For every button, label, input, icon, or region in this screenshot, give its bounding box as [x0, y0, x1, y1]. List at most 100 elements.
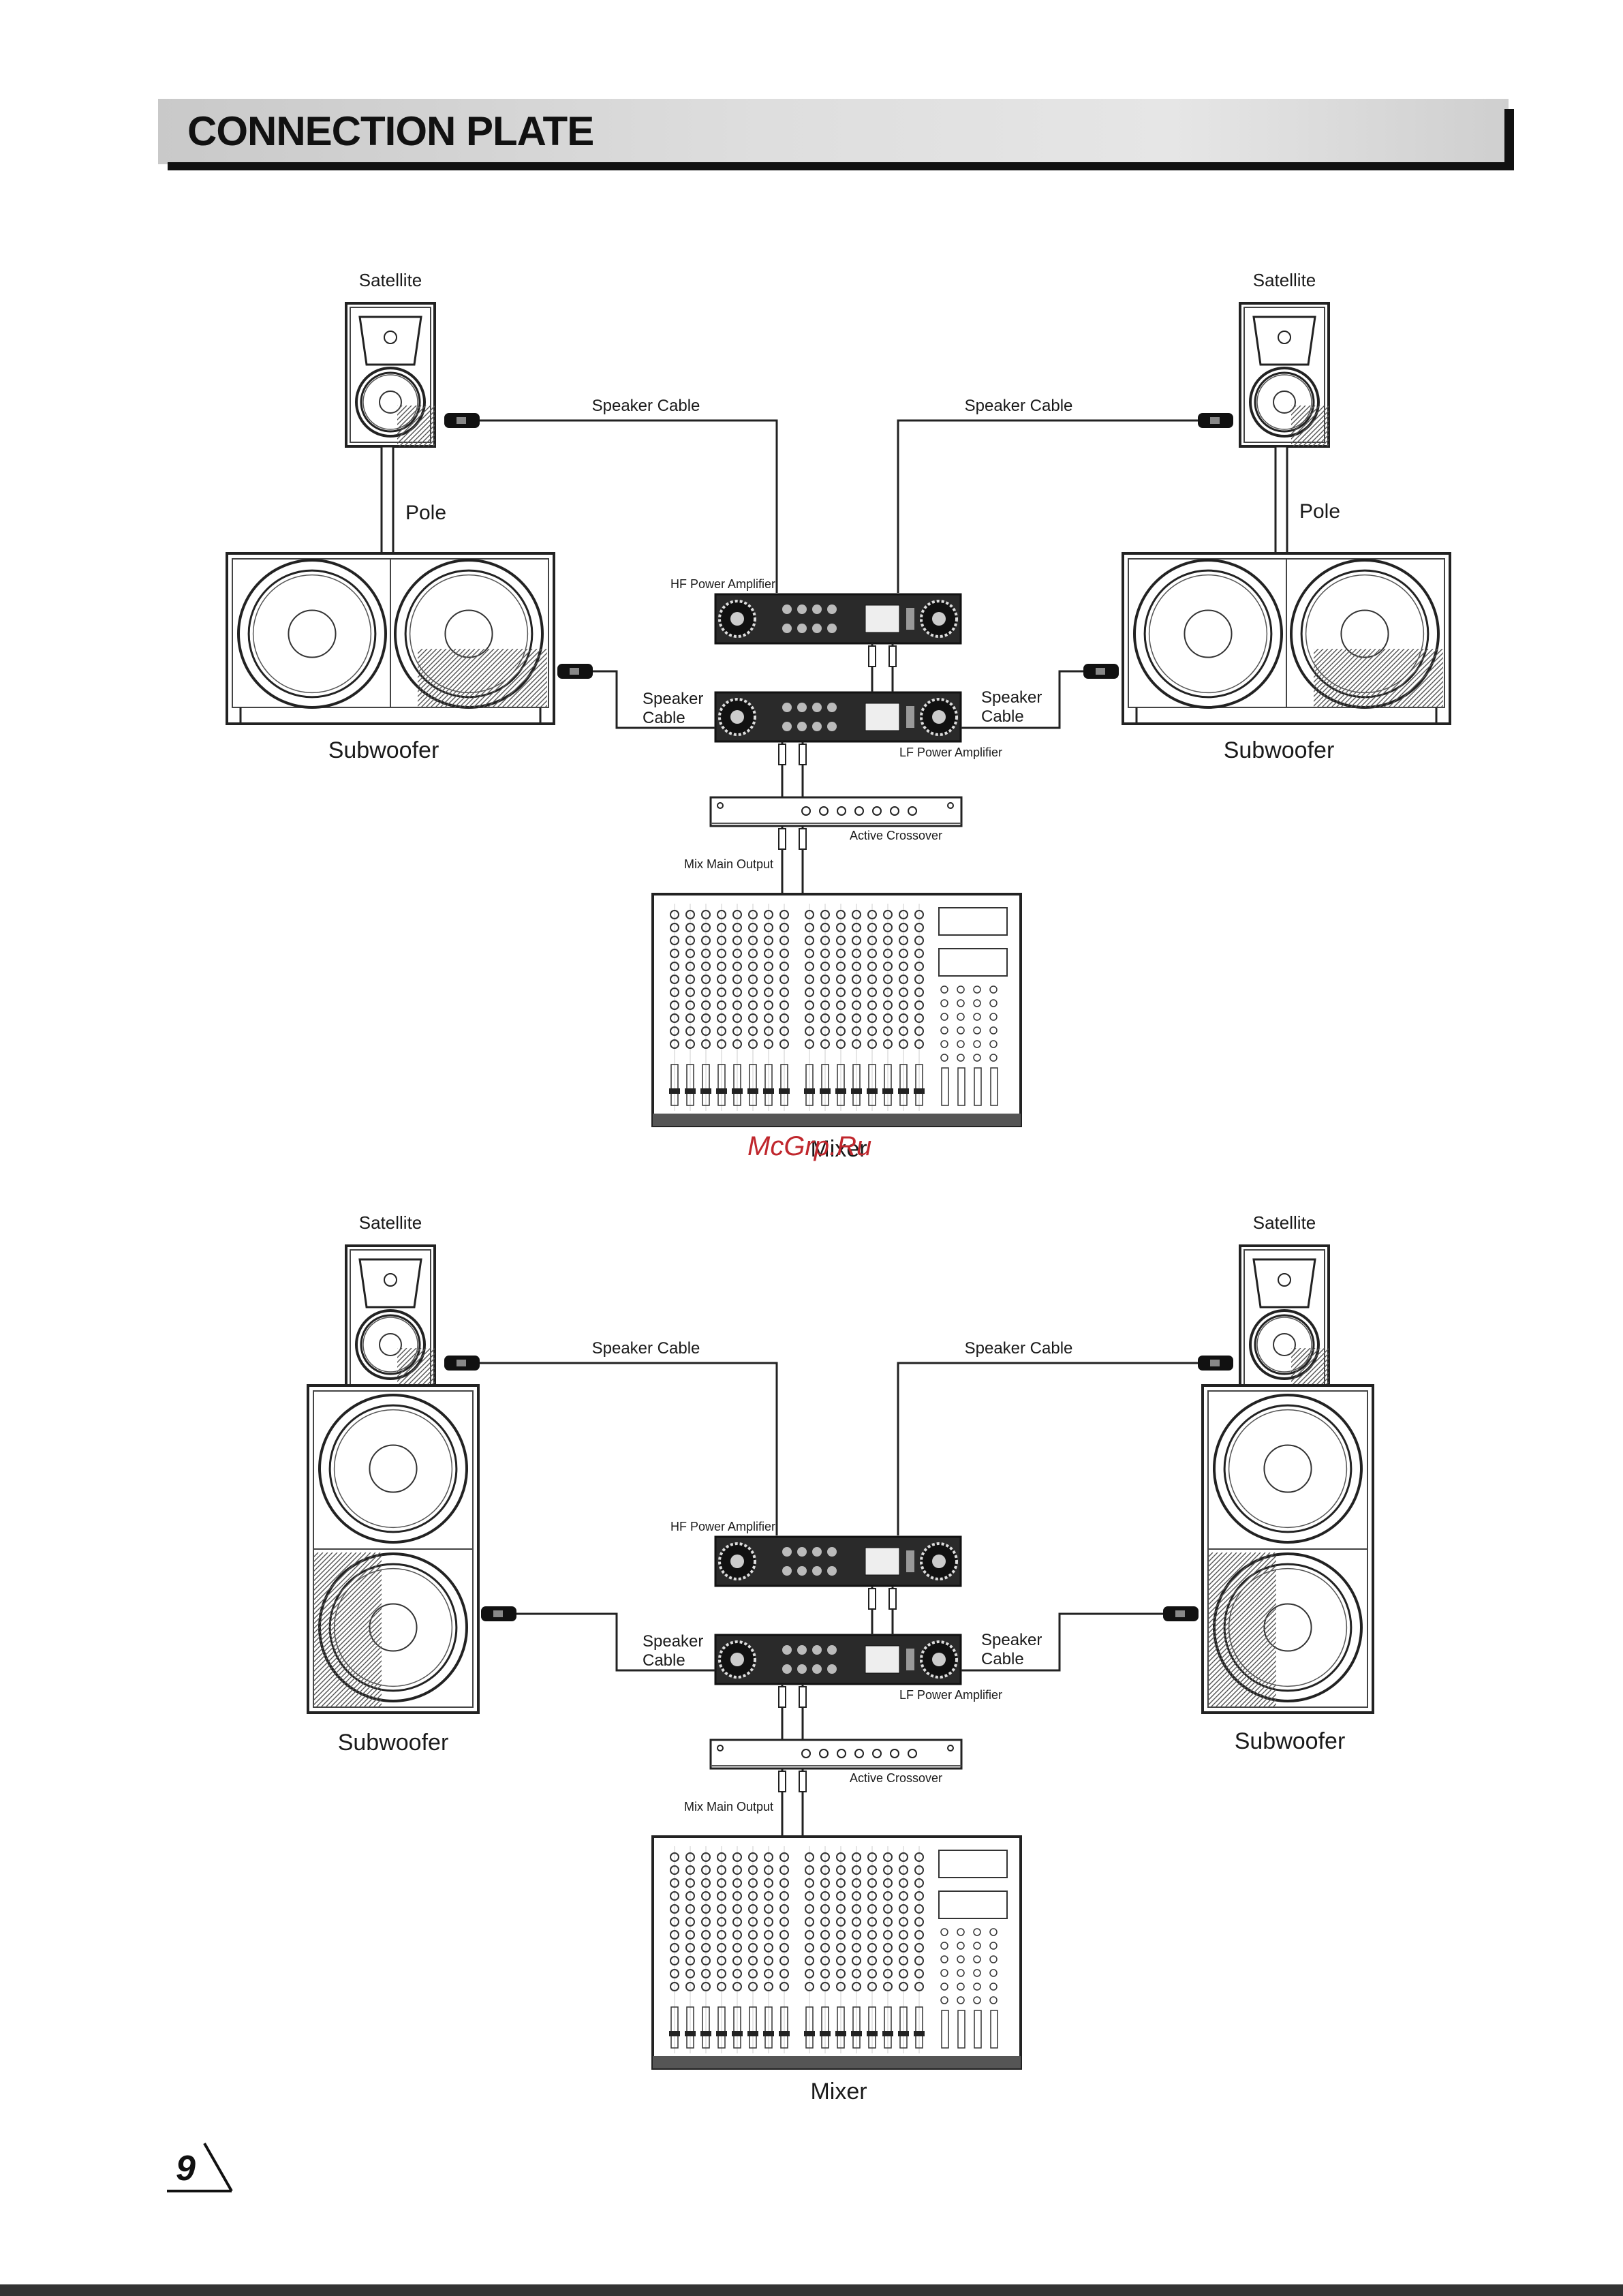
header-rule: [1504, 109, 1514, 170]
horn-icon: [358, 316, 422, 366]
hf-power-amplifier: [714, 593, 962, 645]
knob-icon: [782, 1664, 792, 1674]
fader-icon: [733, 1064, 741, 1106]
speaker-cable-label: Cable: [643, 709, 685, 727]
page-title: CONNECTION PLATE: [187, 108, 594, 154]
pole: [1274, 445, 1288, 557]
pole-label: Pole: [1299, 500, 1340, 523]
knob-icon: [782, 1645, 792, 1655]
speaker-cable-label: Cable: [643, 1651, 685, 1670]
cable-line: [480, 1362, 778, 1535]
fader-icon: [805, 1064, 814, 1106]
speaker-driver-icon: [318, 1552, 468, 1702]
scan-edge: [0, 2284, 1623, 2296]
speaker-cable-label: Cable: [981, 1650, 1024, 1668]
knob-icon: [782, 722, 792, 731]
fader-icon: [990, 2010, 998, 2049]
knob-icon: [797, 604, 807, 614]
knob-icon: [854, 1749, 864, 1758]
pole-label: Pole: [405, 502, 446, 524]
fader-icon: [764, 1064, 773, 1106]
knob-icon: [854, 806, 864, 816]
power-panel: [865, 1645, 900, 1674]
pole: [380, 445, 395, 557]
page-number-mark: [167, 2143, 233, 2192]
xlr-plug-icon: [868, 1588, 876, 1610]
mixer-label: Mixer: [810, 1136, 867, 1162]
speaker-driver-icon: [1290, 559, 1440, 709]
fader-icon: [686, 1064, 694, 1106]
fader-icon: [837, 1064, 845, 1106]
speaker-driver-icon: [355, 1309, 426, 1380]
xlr-plug-icon: [868, 645, 876, 667]
crossover-label: Active Crossover: [850, 1771, 942, 1785]
speaker-cable-label: Speaker Cable: [592, 397, 700, 415]
fader-icon: [868, 2006, 876, 2049]
speaker-driver-icon: [1249, 367, 1320, 438]
knob-icon: [908, 1749, 917, 1758]
subwoofer-label: Subwoofer: [328, 737, 439, 763]
knob-icon: [812, 1664, 822, 1674]
knob-icon: [782, 1566, 792, 1576]
crossover-unit: [709, 796, 963, 827]
knob-icon: [827, 1645, 837, 1655]
knob-icon: [797, 1645, 807, 1655]
knob-icon: [872, 1749, 882, 1758]
speaker-driver-icon: [355, 367, 426, 438]
fader-icon: [780, 2006, 788, 2049]
satellite-label: Satellite: [1253, 1212, 1316, 1233]
display-panel: [938, 907, 1008, 936]
speaker-cable-label: Speaker Cable: [965, 1339, 1073, 1358]
knob-icon: [812, 1547, 822, 1557]
speaker-cable-label: Cable: [981, 707, 1024, 726]
knob-icon: [837, 1749, 846, 1758]
knob-icon: [782, 624, 792, 633]
lf-amp-label: LF Power Amplifier: [899, 1688, 1002, 1702]
horn-icon: [358, 1258, 422, 1308]
fader-icon: [957, 2010, 965, 2049]
speaker-driver-icon: [1213, 1394, 1363, 1544]
mixer-console: [651, 893, 1022, 1127]
fader-icon: [821, 2006, 829, 2049]
power-panel: [865, 604, 900, 633]
fader-icon: [990, 1067, 998, 1106]
xlr-plug-icon: [778, 1771, 786, 1792]
fader-icon: [837, 2006, 845, 2049]
fader-icon: [941, 1067, 949, 1106]
knob-icon: [827, 1566, 837, 1576]
knob-icon: [827, 1547, 837, 1557]
xlr-plug-icon: [799, 1771, 807, 1792]
mixer-label: Mixer: [810, 2079, 867, 2104]
speaker-cable-label: Speaker Cable: [965, 397, 1073, 415]
knob-icon: [797, 1664, 807, 1674]
xlr-plug-icon: [888, 645, 897, 667]
xlr-plug-icon: [778, 744, 786, 765]
knob-icon: [819, 1749, 829, 1758]
crossover-label: Active Crossover: [850, 829, 942, 842]
speaker-cable-label: Speaker Cable: [592, 1339, 700, 1358]
power-panel: [865, 1547, 900, 1576]
knob-icon: [801, 1749, 811, 1758]
speaker-driver-icon: [394, 559, 544, 709]
cable-line: [961, 1612, 1163, 1672]
horn-icon: [1252, 1258, 1316, 1308]
fader-icon: [915, 2006, 923, 2049]
satellite-label: Satellite: [359, 270, 422, 290]
knob-icon: [890, 806, 899, 816]
fader-icon: [764, 2006, 773, 2049]
knob-icon: [801, 806, 811, 816]
fader-icon: [717, 1064, 726, 1106]
knob-icon: [908, 806, 917, 816]
mix-output-label: Mix Main Output: [684, 857, 773, 871]
fader-icon: [717, 2006, 726, 2049]
xlr-plug-icon: [799, 828, 807, 850]
fader-icon: [702, 2006, 710, 2049]
speaker-driver-icon: [1213, 1552, 1363, 1702]
display-panel: [938, 1850, 1008, 1878]
knob-icon: [782, 703, 792, 712]
knob-icon: [837, 806, 846, 816]
speaker-cable-label: Speaker: [981, 688, 1042, 707]
